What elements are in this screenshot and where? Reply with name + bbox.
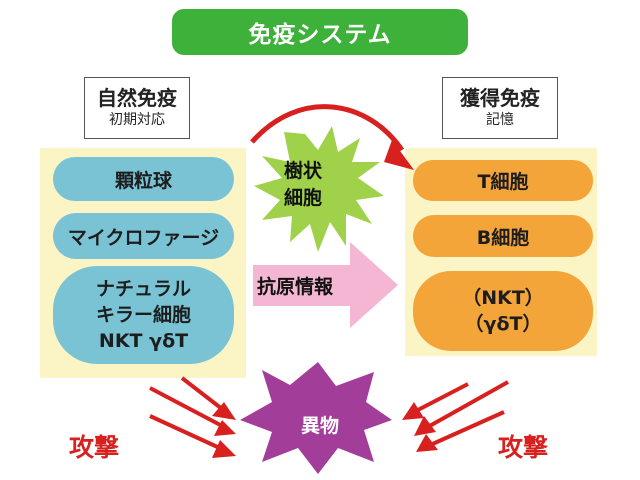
nk-line-2: キラー細胞 [95, 304, 191, 326]
adaptive-immunity-label: 獲得免疫 記憶 [442, 77, 558, 139]
diagram-title: 免疫システム [172, 9, 468, 55]
attack-label-right: 攻撃 [498, 433, 549, 462]
attack-arrow-right-1-head [402, 402, 424, 420]
antigen-info-label: 抗原情報 [257, 276, 334, 298]
dendritic-line-1: 樹状 [283, 160, 322, 182]
nk-line-1: ナチュラル [95, 278, 191, 300]
dendritic-cell-label: 樹状 細胞 [268, 158, 338, 212]
attack-arrow-right-1 [413, 382, 469, 414]
attack-arrow-left-3 [149, 414, 225, 452]
adaptive-immunity-title: 獲得免疫 [460, 86, 540, 110]
curved-red-arrow-head [384, 140, 414, 170]
attack-arrow-left-2 [180, 376, 228, 414]
attack-arrow-right-2 [425, 380, 509, 430]
attack-arrow-left-2-head [212, 402, 236, 420]
attack-arrow-left-1-head [214, 420, 236, 436]
nk-line-3: NKT γδT [98, 330, 189, 352]
natural-killer-node: ナチュラル キラー細胞 NKT γδT [53, 266, 234, 364]
attack-arrow-right-2-head [414, 416, 436, 436]
attack-arrow-left-3-head [212, 440, 236, 458]
attack-arrow-right-3 [427, 410, 505, 448]
innate-immunity-title: 自然免疫 [97, 86, 177, 110]
antigen-arrow-shape [253, 242, 398, 328]
curved-red-arrow [250, 104, 405, 152]
nkt-gdt-node: （NKT） （γδT） [413, 271, 593, 351]
adaptive-immunity-subtitle: 記憶 [486, 112, 514, 128]
dendritic-cell-shape [254, 126, 384, 252]
innate-immunity-subtitle: 初期対応 [109, 112, 165, 128]
macrophage-node: マイクロファージ [53, 213, 234, 259]
b-cell-node: B細胞 [413, 215, 593, 257]
t-cell-node: T細胞 [413, 160, 593, 201]
attack-label-left: 攻撃 [69, 433, 120, 462]
dendritic-line-2: 細胞 [283, 187, 322, 209]
foreign-body-label: 異物 [300, 415, 339, 437]
foreign-body-shape [240, 362, 392, 474]
attack-arrow-left-1 [149, 386, 227, 430]
innate-immunity-label: 自然免疫 初期対応 [84, 77, 190, 139]
nkt-line: （NKT） [462, 287, 544, 309]
gdt-line: （γδT） [464, 313, 542, 335]
attack-arrow-right-3-head [416, 434, 438, 452]
granulocyte-node: 顆粒球 [53, 157, 234, 201]
